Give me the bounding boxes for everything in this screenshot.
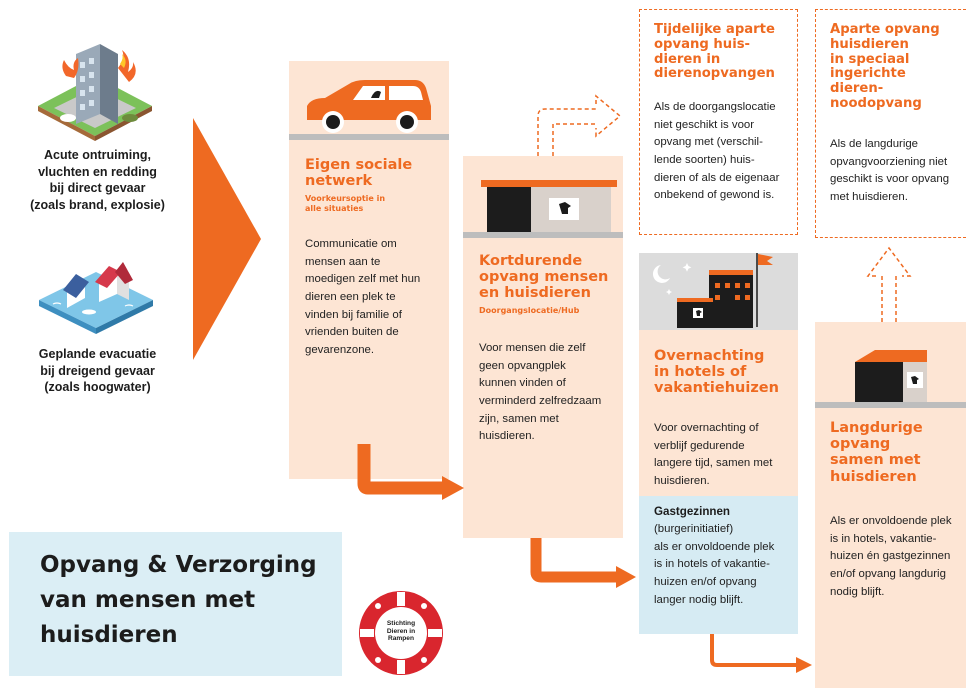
stage3b-body: Voor overnachting of verblijf gedurende … [654,422,773,488]
stage4a-body: Als de langdurige opvangvoorziening niet… [830,138,950,204]
stage3a-dashed-box [639,9,798,235]
stage3a-title: Tijdelijke aparte opvang huis- dieren in… [654,22,775,82]
main-title-box [9,532,342,676]
stage2-body: Voor mensen die zelf geen opvangplek kun… [479,342,602,443]
stage3b-panel [639,330,798,496]
stage4b-title: Langdurige opvang samen met huisdieren [830,420,923,485]
stage1-subtitle: Voorkeursoptie in alle situaties [305,194,386,213]
stage2-title: Kortdurende opvang mensen en huisdieren [479,253,609,302]
burning-building-illustration [30,36,160,141]
stage4a-dashed-box [815,9,966,238]
logo-text: Stichting Dieren in Rampen [386,620,416,643]
car-illustration [289,68,449,140]
long-term-house-illustration [815,342,966,408]
scenario-planned-caption: Geplande evacuatie bij dreigend gevaar (… [38,347,157,394]
stage3a-body: Als de doorgangslocatie niet geschikt is… [654,101,780,202]
gastgezinnen-body: (burgerinitiatief) als er onvoldoende pl… [654,523,775,606]
stage4a-title: Aparte opvang huisdieren in speciaal ing… [830,22,940,111]
stage1-panel [289,61,449,479]
hub-building-illustration [463,172,623,238]
scenario-acute-caption: Acute ontruiming, vluchten en redding bi… [30,148,165,212]
stage2-subtitle: Doorgangslocatie/Hub [479,306,580,315]
stage1-title: Eigen sociale netwerk [305,157,413,190]
gastgezinnen-title: Gastgezinnen [654,505,731,518]
stichting-logo [358,590,444,676]
flood-house-illustration [33,258,159,336]
main-title: Opvang & Verzorging van mensen met huisd… [40,552,317,648]
stage3b-title: Overnachting in hotels of vakantiehuizen [654,348,779,397]
gastgezinnen-panel [639,496,798,634]
stage1-body: Communicatie om mensen aan te moedigen z… [305,238,421,357]
big-orange-arrow [193,118,265,360]
stage4b-body: Als er onvoldoende plek is in hotels, va… [830,515,952,598]
hotel-night-illustration [639,253,798,330]
